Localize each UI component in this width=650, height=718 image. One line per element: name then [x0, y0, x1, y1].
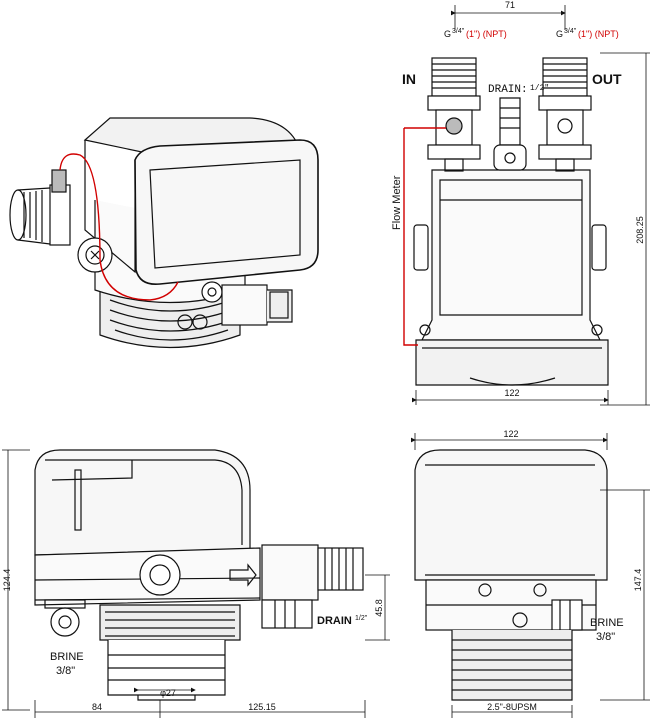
brine-size-end: 3/8": [596, 631, 615, 643]
svg-text:3/4": 3/4": [452, 28, 465, 35]
dim-height-208: 208.25: [635, 216, 645, 244]
iso-outlet-fitting: [177, 281, 293, 330]
front-inlet-pipe: [427, 57, 481, 172]
drain-frac-front: 1/2": [530, 84, 549, 93]
drain-label-side: DRAIN: [317, 615, 352, 627]
drain-label-front: DRAIN:: [488, 84, 528, 96]
dim-right-125: 125.15: [248, 702, 276, 712]
in-label: IN: [402, 71, 416, 87]
dim-width-122-bottom: 122: [503, 429, 518, 439]
isometric-view: [9, 117, 319, 349]
brine-size-side: 3/8": [56, 665, 75, 677]
brine-label-side: BRINE: [50, 651, 84, 663]
end-view-dimensions: [411, 433, 650, 718]
dim-width-122-top: 122: [504, 388, 519, 398]
svg-text:3/4": 3/4": [564, 28, 577, 35]
dim-height-147: 147.4: [633, 569, 643, 592]
dim-drain-45: 45.8: [374, 599, 384, 617]
front-drain-fitting: [493, 97, 527, 171]
out-label: OUT: [592, 71, 622, 87]
flow-meter-label: Flow Meter: [391, 175, 403, 230]
drain-frac-side: 1/2": [355, 615, 368, 622]
brine-label-end: BRINE: [590, 617, 624, 629]
svg-text:(1") (NPT): (1") (NPT): [466, 29, 507, 39]
thread-spec: 2.5"-8UPSM: [487, 702, 537, 712]
dim-left-84: 84: [92, 702, 102, 712]
side-view-dimensions: [2, 449, 390, 718]
svg-text:(1") (NPT): (1") (NPT): [578, 29, 619, 39]
iso-inlet-fitting: [9, 184, 113, 273]
dim-dia-27: φ27: [160, 688, 176, 698]
dim-height-124: 124.4: [2, 569, 12, 592]
inlet-spec-label: G 3/4" (1") (NPT): [444, 28, 507, 39]
end-view: [414, 449, 608, 701]
svg-text:G: G: [444, 29, 451, 39]
side-view: [34, 449, 364, 701]
front-view: [403, 57, 609, 386]
front-view-dimensions: [412, 5, 650, 406]
dim-top-71: 71: [505, 0, 515, 10]
front-outlet-pipe: [538, 57, 592, 172]
svg-text:G: G: [556, 29, 563, 39]
outlet-spec-label: G 3/4" (1") (NPT): [556, 28, 619, 39]
